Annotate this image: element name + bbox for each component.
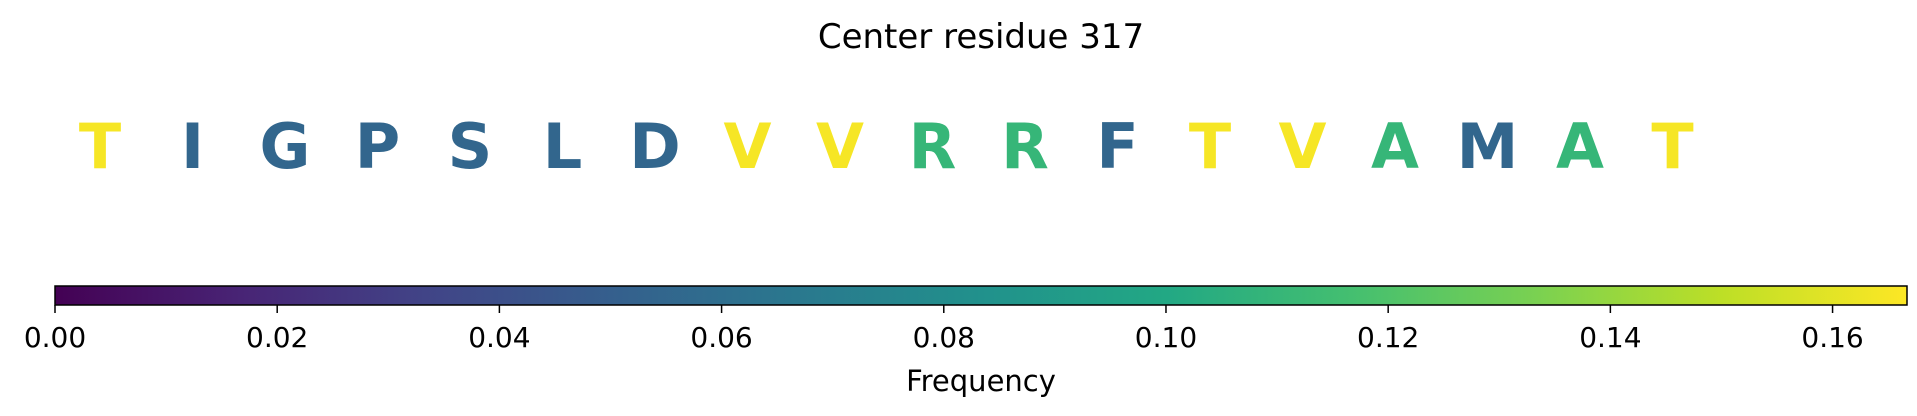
- colorbar-label: Frequency: [906, 364, 1056, 398]
- residue-letter: R: [909, 110, 957, 183]
- colorbar-tick-label: 0.02: [246, 321, 308, 354]
- residue-letter: P: [355, 110, 400, 183]
- colorbar-tick-label: 0.14: [1579, 321, 1641, 354]
- colorbar-tick-label: 0.12: [1357, 321, 1419, 354]
- residue-letter: S: [448, 110, 493, 183]
- residue-letter: G: [260, 110, 311, 183]
- residue-letter: T: [1189, 110, 1231, 183]
- residue-letter: V: [724, 110, 772, 183]
- colorbar: 0.00 0.02 0.04 0.06 0.08 0.10 0.12 0.14 0.16 Fre…: [24, 285, 1908, 398]
- residue-letter: A: [1371, 110, 1419, 183]
- colorbar-tick-label: 0.08: [913, 321, 975, 354]
- residue-letter: M: [1457, 110, 1519, 183]
- chart-title: Center residue 317: [818, 17, 1144, 57]
- residue-letter: I: [181, 110, 204, 183]
- colorbar-tick-label: 0.06: [690, 321, 752, 354]
- residue-letter: V: [1279, 110, 1327, 183]
- colorbar-tick-label: 0.16: [1801, 321, 1863, 354]
- residue-letter: T: [79, 110, 121, 183]
- colorbar-tick-label: 0.10: [1135, 321, 1197, 354]
- residue-letter: T: [1651, 110, 1693, 183]
- residue-letter: D: [629, 110, 680, 183]
- residue-letter: R: [1001, 110, 1049, 183]
- colorbar-gradient: [54, 285, 1908, 306]
- colorbar-tick-label: 0.00: [24, 321, 86, 354]
- colorbar-tick-label: 0.04: [468, 321, 530, 354]
- colorbar-ticks: 0.00 0.02 0.04 0.06 0.08 0.10 0.12 0.14 0.16: [24, 305, 1864, 354]
- residue-letter: F: [1096, 110, 1138, 183]
- residue-letter: A: [1556, 110, 1604, 183]
- residue-letter: V: [816, 110, 864, 183]
- residue-letter: L: [543, 110, 583, 183]
